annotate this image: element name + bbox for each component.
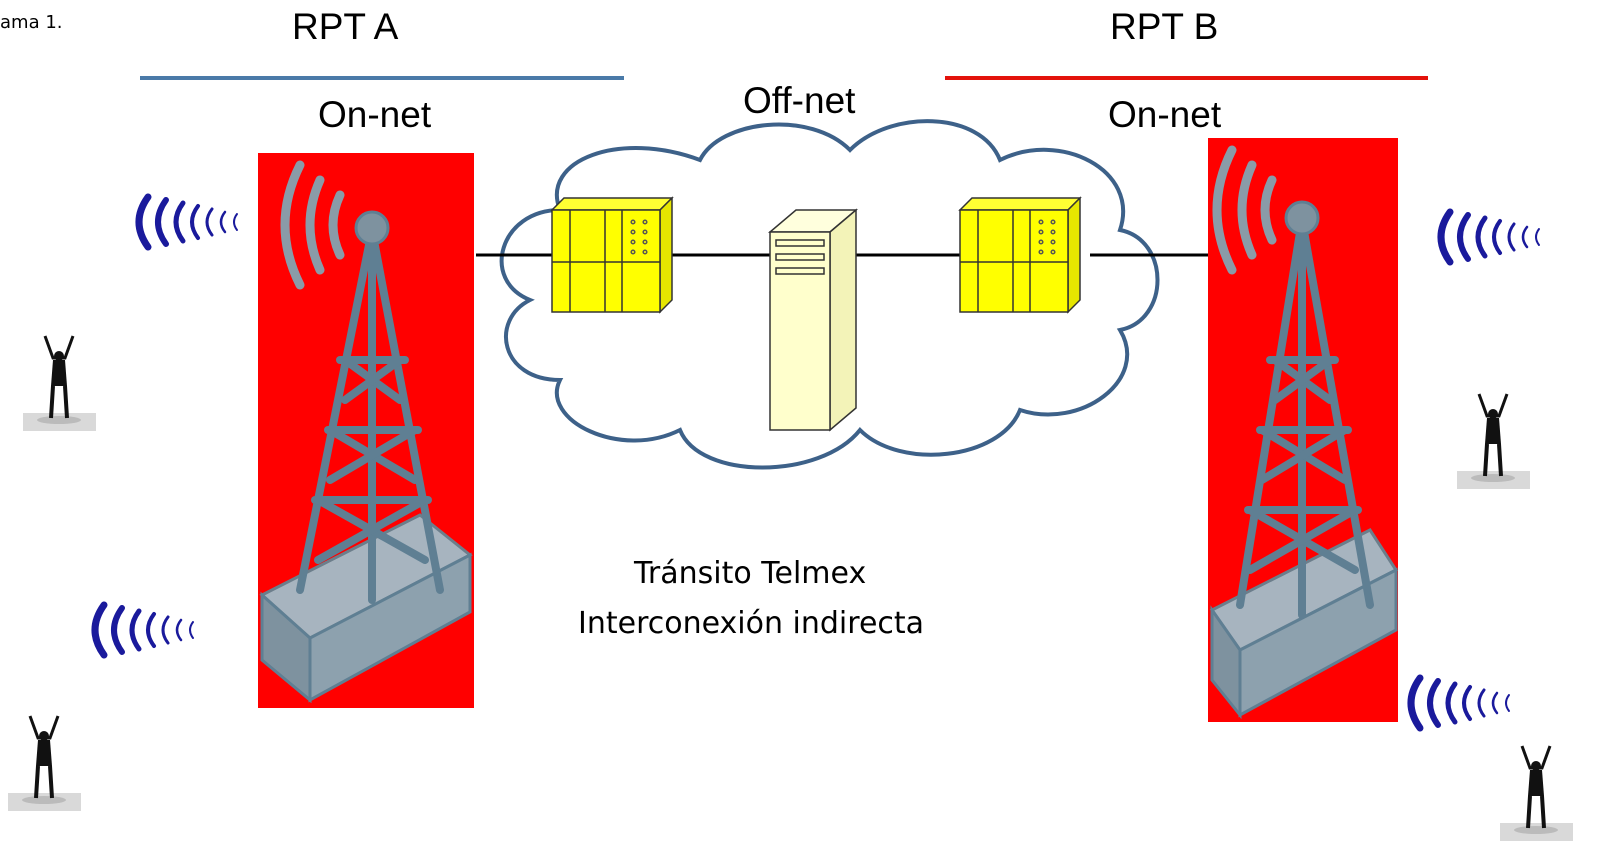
person-icon (23, 328, 96, 431)
switch-b-icon (958, 196, 1082, 314)
network-a-zone-label: On-net (318, 94, 432, 135)
diagram-caption: ama 1. (0, 12, 63, 33)
server-icon (767, 208, 859, 432)
signal-waves-left-bottom (91, 601, 194, 659)
transit-line-2: Interconexión indirecta (578, 606, 925, 641)
cloud-label: Off-net (743, 80, 856, 121)
person-icon (1500, 738, 1573, 841)
signal-waves-right-top (1437, 208, 1540, 266)
network-b-title: RPT B (1110, 6, 1219, 47)
signal-waves-right-bottom (1407, 674, 1510, 732)
tower-a (258, 153, 474, 708)
network-a-title: RPT A (292, 6, 399, 47)
signal-waves-left-top (135, 193, 238, 251)
tower-b (1208, 138, 1399, 722)
switch-a-icon (550, 196, 674, 314)
person-icon (8, 708, 81, 811)
person-icon (1457, 386, 1530, 489)
network-b-zone-label: On-net (1108, 94, 1222, 135)
transit-line-1: Tránsito Telmex (634, 556, 867, 591)
